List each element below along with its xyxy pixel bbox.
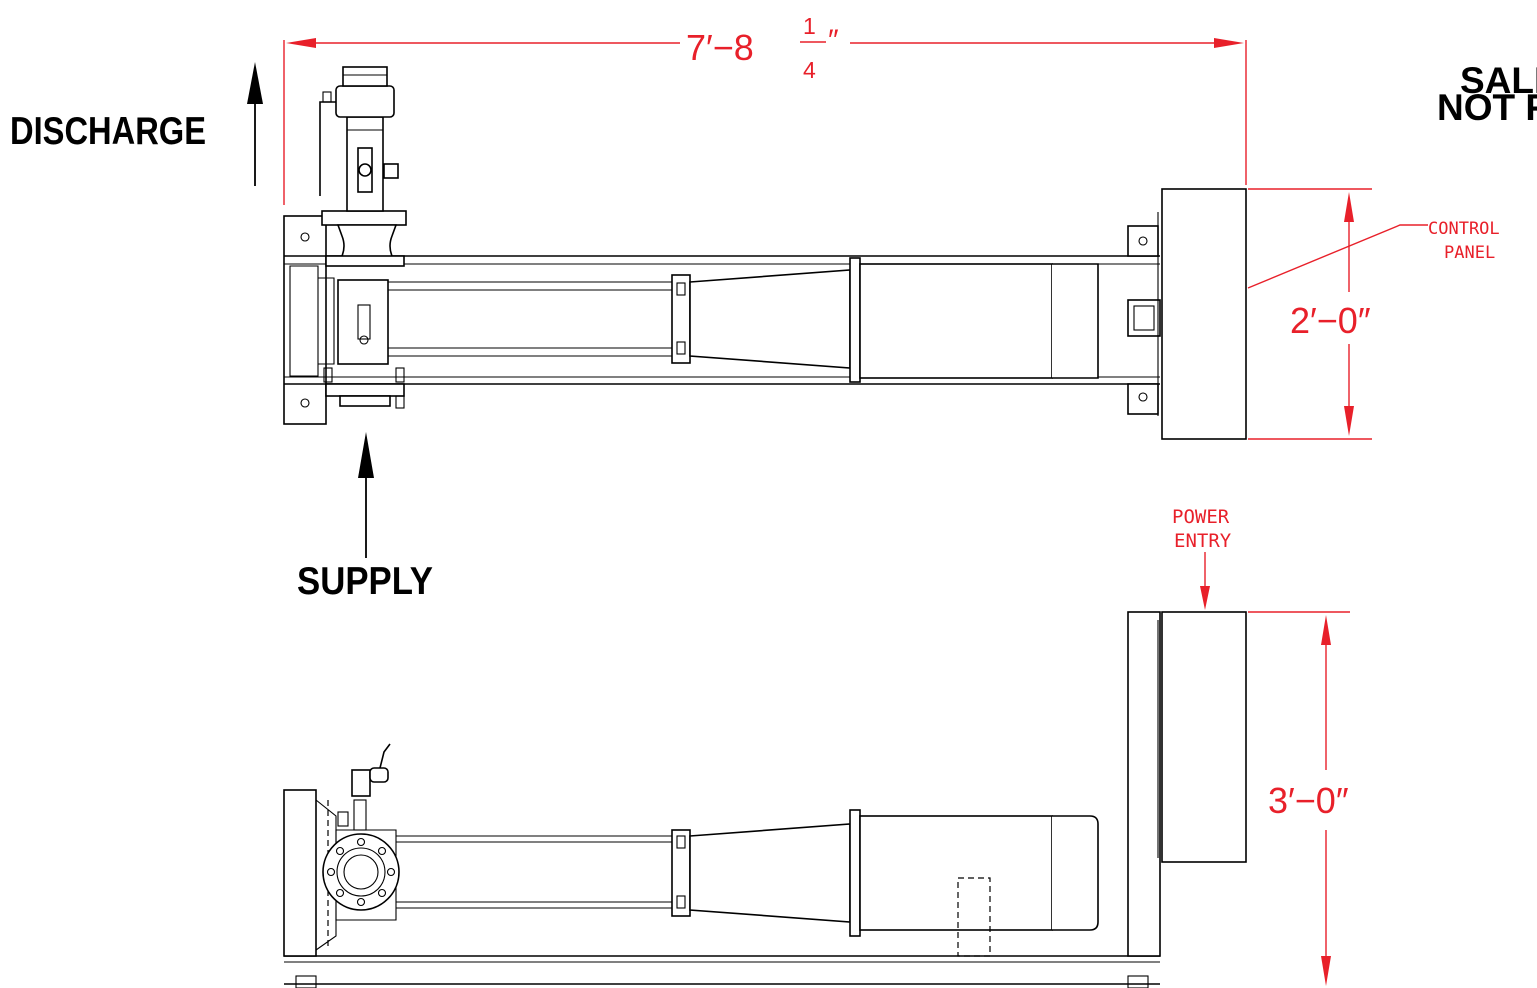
supply-arrow-icon [358,432,374,478]
bolt-hole [356,837,366,847]
motor-side [859,815,1053,931]
control-panel-leader [1247,224,1428,289]
left-bracket [289,265,319,377]
left-base-plate [283,215,327,425]
panel-stand [1127,611,1161,957]
motor-endcap [1052,263,1099,379]
coupling-clamp [671,274,691,364]
bolt-hole [326,867,336,877]
valve-top [342,66,388,87]
panel-bracket [1127,299,1161,337]
mount-hole [1138,236,1148,246]
arrowhead-up [1344,192,1354,222]
right-mount-pad [1127,225,1159,257]
panel-width-dimension: 2′−0″ [1290,300,1371,341]
side-view [283,611,1247,988]
bolt-hole [377,846,387,856]
pump-sensor [357,304,371,340]
pressure-switch [383,163,399,179]
power-entry-label-line2: ENTRY [1174,530,1232,552]
flange-bolt [323,367,333,383]
flange-bolt [395,395,405,409]
motor-adapter [689,269,851,369]
motor [859,263,1053,379]
pump-body [337,279,389,365]
bolt-hole [335,846,345,856]
arrowhead-up [1321,615,1331,645]
bolt-hole [335,888,345,898]
overall-length-dimension: 7′−8 [686,27,754,68]
flange-bore-outer [336,847,386,897]
sensor-port [359,335,369,345]
mount-hole [300,232,310,242]
control-panel-plan [1161,188,1247,440]
handle-nut [322,91,332,103]
flange-bolt [395,367,405,383]
leader-arrowhead [1200,586,1210,610]
motor-flange-side [849,809,861,937]
gauge-stem [353,799,367,831]
valve-handle [319,101,336,196]
mount-hole [300,398,310,408]
overall-length-fraction-denominator: 4 [803,57,816,83]
panel-height-dimension: 3′−0″ [1268,780,1349,821]
motor-flange [849,257,861,383]
clamp-bolt [676,835,686,849]
clamp-bolt [676,282,686,296]
power-entry-label-line1: POWER [1172,506,1230,528]
clamp-bolt [676,341,686,355]
supply-stub [339,395,391,407]
lower-flange [325,255,405,267]
skid-foot [295,975,317,988]
gauge-icon [358,163,372,177]
discharge-label: DISCHARGE [10,110,206,153]
bolt-hole [386,867,396,877]
bolt-hole [356,897,366,907]
arrowhead-left [286,38,316,48]
flow-arrows [247,62,374,558]
left-bracket-inner [318,277,335,365]
clamp-bolt [676,895,686,909]
coupling-clamp-side [671,829,691,917]
mount-hole [1138,392,1148,402]
pressure-switch-side [351,769,371,797]
skid-foot [1127,975,1149,988]
end-plate [283,789,317,957]
arrowhead-right [1214,38,1244,48]
supply-flange [325,383,405,397]
arrowhead-down [1344,406,1354,436]
control-panel-elevation [1161,611,1247,863]
control-panel-label-line2: PANEL [1444,243,1495,263]
ball-valve [335,85,395,118]
panel-bracket-inner [1133,305,1155,331]
arrowhead-down [1321,956,1331,986]
dimension-lines [283,38,1428,986]
corner-note-line1: SALE [1460,60,1537,101]
corner-note-line2: NOT F [1437,87,1537,128]
right-mount-pad [1127,383,1159,415]
motor-adapter-side [689,823,851,923]
pump-flange [322,833,400,911]
discharge-arrow-icon [247,62,263,104]
overall-length-fraction-numerator: 1 [803,13,816,39]
switch-lever [379,743,391,769]
motor-endcap-side [1052,815,1099,931]
control-panel-label-line1: CONTROL [1428,219,1500,239]
overall-length-inch-mark: ″ [828,24,839,57]
flange-bore-inner [343,854,379,890]
top-view [283,66,1247,440]
discharge-flange [321,210,407,226]
bolt-hole [377,888,387,898]
switch-head [369,767,389,783]
fitting [337,811,349,827]
supply-label: SUPPLY [297,560,433,603]
motor-foot-hidden [957,877,991,957]
